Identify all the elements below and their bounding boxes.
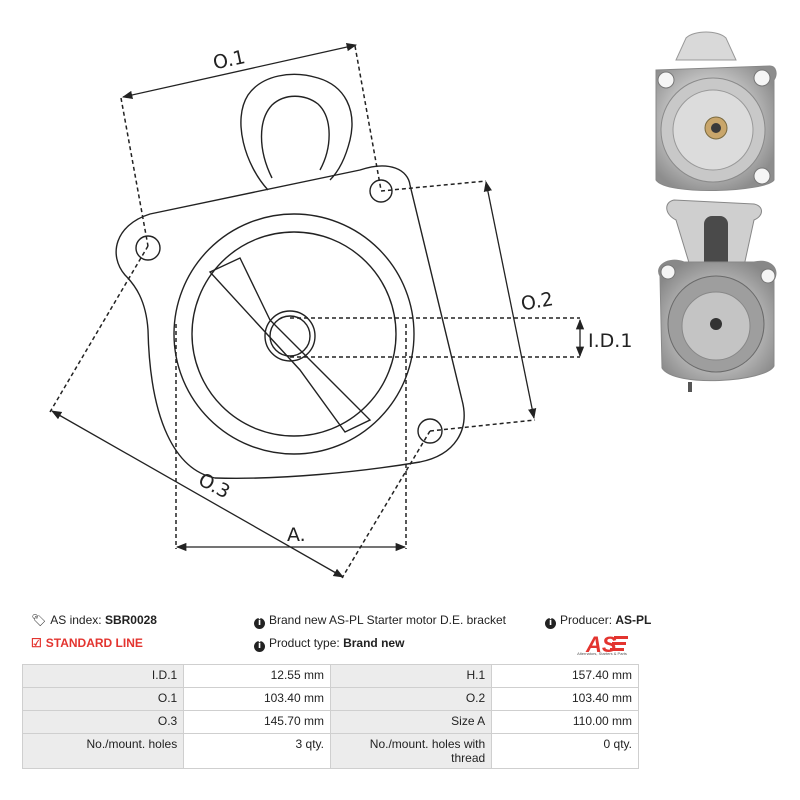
spec-value: 0 qty. (491, 733, 639, 769)
as-pl-logo: AS (585, 632, 628, 657)
producer: i Producer: AS-PL (545, 613, 651, 629)
info-icon: i (545, 618, 556, 629)
spec-value: 103.40 mm (491, 687, 639, 711)
dim-label-o2: O.2 (519, 288, 555, 315)
as-index: 🏷AS index: SBR0028 (31, 613, 157, 627)
producer-value: AS-PL (615, 613, 652, 627)
specs-table: I.D.1 12.55 mm H.1 157.40 mm O.1 103.40 … (21, 664, 639, 769)
description-text: Brand new AS-PL Starter motor D.E. brack… (269, 613, 506, 627)
spec-value: 12.55 mm (183, 664, 331, 688)
logo-tagline: Alternators, Starters & Parts (577, 651, 627, 656)
table-row: No./mount. holes 3 qty. No./mount. holes… (21, 733, 639, 769)
product-type-value: Brand new (343, 636, 405, 650)
svg-text:AS: AS (585, 632, 617, 657)
dim-label-id1: I.D.1 (588, 330, 632, 352)
bore-outer (264, 310, 316, 362)
mount-hole-bottom (417, 418, 443, 444)
standard-line-label: STANDARD LINE (45, 636, 143, 650)
mount-hole-left (135, 235, 161, 261)
standard-line-badge: ☑STANDARD LINE (31, 636, 143, 650)
top-lug-inner (260, 95, 330, 179)
spec-value: 145.70 mm (183, 710, 331, 734)
sector-cutout (208, 257, 372, 433)
table-row: O.1 103.40 mm O.2 103.40 mm (21, 687, 639, 711)
spec-value: 157.40 mm (491, 664, 639, 688)
table-row: I.D.1 12.55 mm H.1 157.40 mm (21, 664, 639, 688)
spec-label: Size A (329, 710, 493, 734)
spec-value: 103.40 mm (183, 687, 331, 711)
dim-label-a: A. (287, 524, 306, 546)
product-photo-rear (658, 199, 777, 392)
info-icon: i (254, 618, 265, 629)
dim-line-o1 (121, 42, 358, 100)
product-type-label: Product type: (269, 636, 340, 650)
check-square-icon: ☑ (31, 636, 42, 650)
spec-value: 3 qty. (183, 733, 331, 769)
info-icon: i (254, 641, 265, 652)
as-index-label: AS index: (50, 613, 102, 627)
product-type: i Product type: Brand new (254, 636, 404, 652)
outer-ring (173, 213, 415, 455)
top-lug-outer (240, 73, 353, 191)
table-row: O.3 145.70 mm Size A 110.00 mm (21, 710, 639, 734)
dim-line-o2 (483, 180, 537, 420)
spec-label: H.1 (329, 664, 493, 688)
dim-label-o3: O.3 (195, 469, 234, 504)
product-photo-front (655, 31, 777, 191)
spec-label: I.D.1 (21, 664, 185, 688)
product-description: i Brand new AS-PL Starter motor D.E. brac… (254, 613, 506, 629)
as-index-value: SBR0028 (104, 613, 157, 627)
bore-inner (269, 315, 311, 357)
technical-drawing: O.1 O.2 O.3 I.D.1 A. (49, 42, 632, 579)
mount-hole-top (369, 179, 393, 203)
tag-icon: 🏷 (31, 613, 47, 627)
bracket-outline (115, 165, 465, 479)
producer-label: Producer: (560, 613, 613, 627)
spec-label: No./mount. holes with thread (329, 733, 493, 769)
spec-label: No./mount. holes (21, 733, 185, 769)
spec-label: O.3 (21, 710, 185, 734)
spec-value: 110.00 mm (491, 710, 639, 734)
spec-label: O.1 (21, 687, 185, 711)
spec-label: O.2 (329, 687, 493, 711)
inner-ring (191, 231, 397, 437)
